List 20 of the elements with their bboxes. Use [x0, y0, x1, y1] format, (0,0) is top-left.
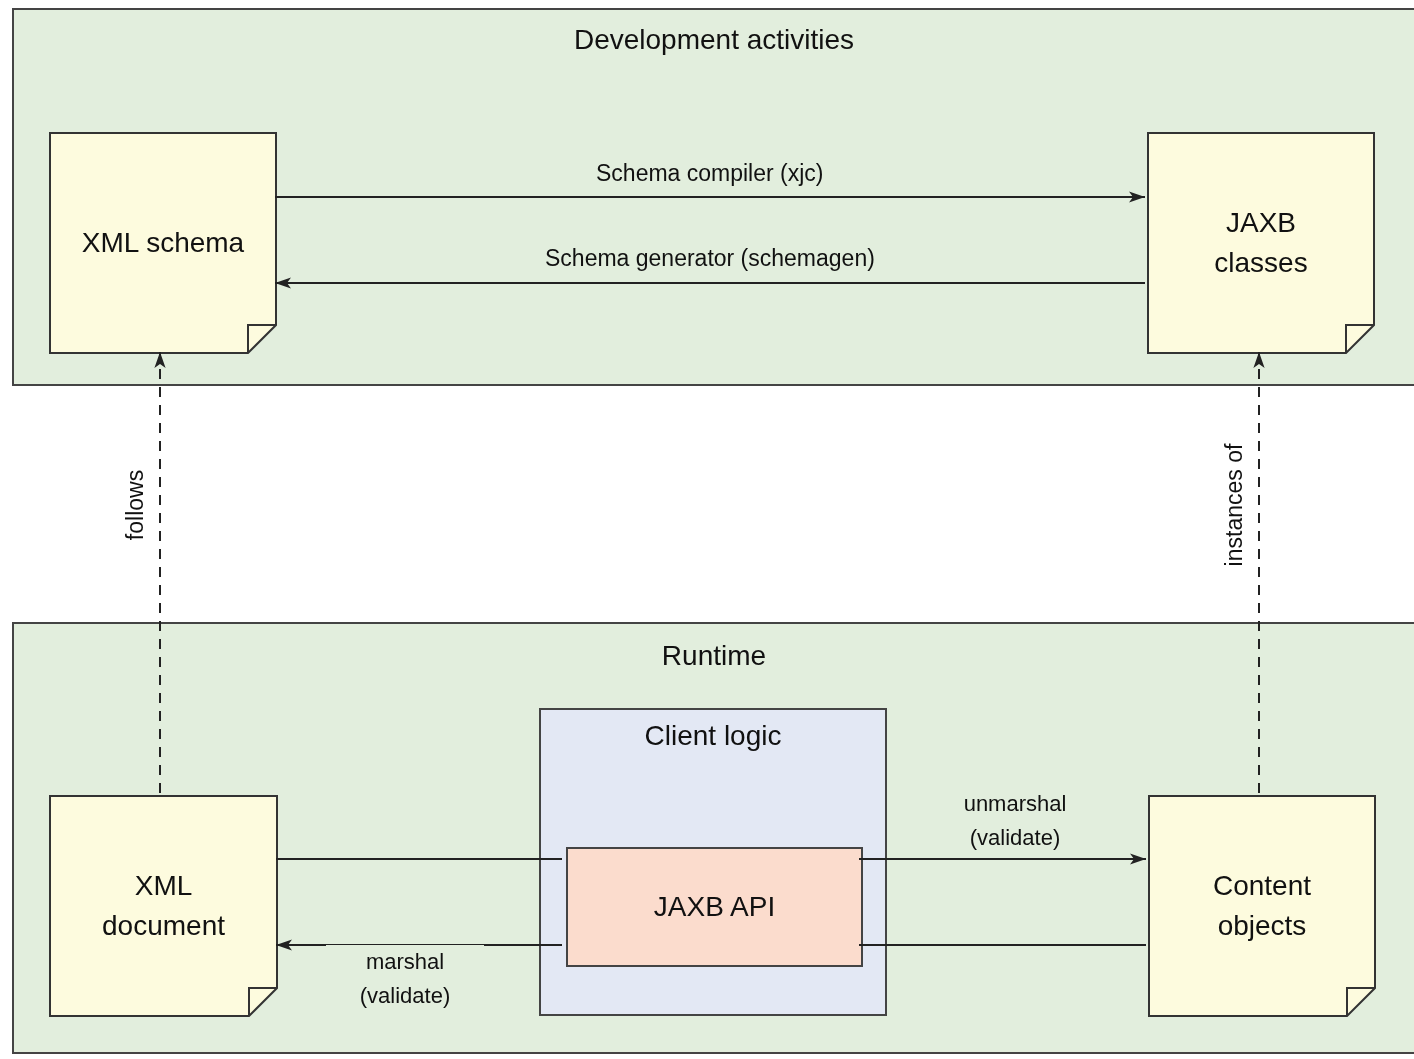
section-title: Client logic: [644, 720, 782, 752]
section-title: Runtime: [661, 640, 767, 672]
component-box: [539, 708, 887, 1016]
node-label: JAXB classes: [1213, 206, 1309, 280]
arrow: [274, 191, 1146, 203]
section-panel: [12, 622, 1414, 1054]
arrow: [1253, 351, 1265, 794]
connector-line: [858, 944, 1147, 946]
arrow: [274, 277, 1146, 289]
node-label: Content objects: [1211, 869, 1313, 943]
node-label: XML document: [101, 869, 226, 943]
arrow: [154, 351, 166, 794]
node-label: XML schema: [81, 226, 245, 260]
node-label: JAXB API: [653, 890, 776, 924]
section-title: Development activities: [573, 24, 855, 56]
api-box: [566, 847, 863, 967]
arrow: [275, 939, 563, 951]
section-panel: [12, 8, 1414, 386]
arrow: [858, 853, 1147, 865]
connector-line: [275, 858, 563, 860]
